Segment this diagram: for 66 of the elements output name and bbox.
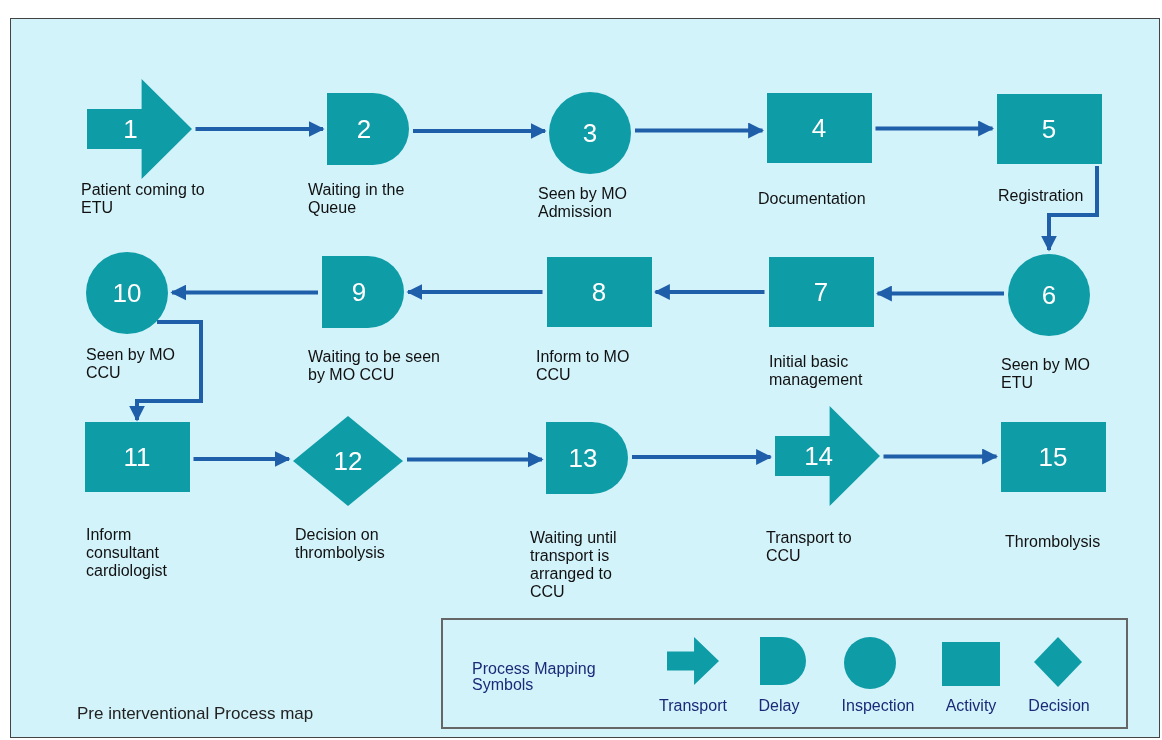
- arrow: [875, 285, 1004, 302]
- diagram-title: Pre interventional Process map: [77, 704, 314, 724]
- decision-step: [293, 416, 403, 506]
- step-number: 4: [811, 113, 827, 143]
- legend-label: Activity: [945, 697, 997, 715]
- step-number: 8: [591, 277, 607, 307]
- arrow: [883, 448, 999, 465]
- legend-label: Inspection: [841, 697, 915, 715]
- activity-step: [546, 257, 652, 327]
- transport-step: [774, 406, 880, 506]
- inspection-step: [1008, 254, 1090, 336]
- activity-step: [84, 422, 190, 492]
- step-number: 12: [333, 446, 363, 476]
- step-caption: Decision on thrombolysis: [295, 526, 386, 562]
- activity-step: [996, 94, 1102, 164]
- arrow: [170, 284, 318, 301]
- step-number: 11: [123, 442, 151, 472]
- step-number: 10: [112, 278, 142, 308]
- delay-step: [546, 422, 628, 494]
- step-caption: Seen by MO Admission: [538, 185, 628, 221]
- arrow: [129, 320, 203, 422]
- step-number: 2: [356, 114, 372, 144]
- inspection-step: [549, 92, 631, 174]
- arrow: [413, 123, 547, 139]
- legend-label: Decision: [1028, 697, 1090, 715]
- step-caption: Waiting in the Queue: [308, 181, 406, 217]
- arrow: [195, 121, 325, 137]
- inspection-step: [86, 252, 168, 334]
- step-caption: Seen by MO ETU: [1001, 356, 1091, 392]
- transport-step: [86, 79, 192, 179]
- legend-label: Transport: [659, 697, 727, 715]
- legend-heading: Process Mapping Symbols: [472, 661, 597, 693]
- activity-step: [768, 257, 874, 327]
- step-number: 5: [1041, 114, 1057, 144]
- arrow: [653, 284, 765, 300]
- arrow: [635, 122, 765, 139]
- step-caption: Transport to CCU: [766, 529, 853, 565]
- arrow: [875, 120, 995, 137]
- step-number: 13: [568, 443, 598, 473]
- step-caption: Seen by MO CCU: [86, 346, 176, 382]
- step-number: 9: [351, 277, 367, 307]
- arrow: [406, 284, 543, 300]
- step-caption: Documentation: [758, 190, 867, 208]
- step-number: 6: [1041, 280, 1057, 310]
- step-caption: Waiting until transport is arranged to CCU: [530, 529, 618, 601]
- delay-step: [327, 93, 409, 165]
- arrow: [193, 451, 291, 467]
- legend-label: Delay: [758, 697, 800, 715]
- activity-step: [766, 93, 872, 163]
- delay-step: [322, 256, 404, 328]
- activity-step: [1000, 422, 1106, 492]
- step-caption: Registration: [998, 187, 1085, 205]
- arrow: [632, 449, 773, 465]
- step-caption: Thrombolysis: [1005, 533, 1102, 551]
- step-caption: Inform to MO CCU: [536, 348, 631, 384]
- step-caption: Waiting to be seen by MO CCU: [308, 348, 441, 384]
- step-number: 14: [804, 441, 834, 471]
- arrow: [407, 451, 544, 468]
- arrow: [1041, 166, 1099, 252]
- step-number: 7: [813, 277, 829, 307]
- step-caption: Patient coming to ETU: [81, 181, 206, 217]
- step-caption: Initial basic management: [769, 353, 864, 389]
- step-caption: Inform consultant cardiologist: [86, 526, 168, 580]
- step-number: 1: [123, 114, 138, 144]
- step-number: 15: [1038, 442, 1068, 472]
- step-number: 3: [582, 118, 598, 148]
